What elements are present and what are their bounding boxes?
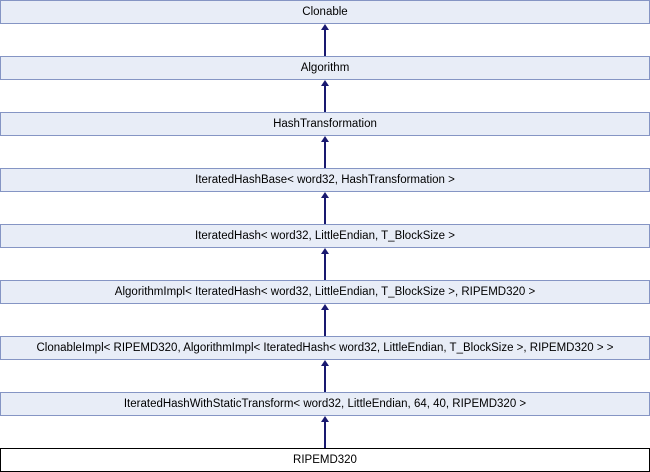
class-node-clonable[interactable]: Clonable <box>0 0 650 24</box>
inheritance-arrow <box>0 80 650 112</box>
inheritance-arrow <box>0 24 650 56</box>
arrow-up-icon <box>321 416 329 422</box>
arrow-shaft <box>324 85 326 112</box>
arrow-shaft <box>324 421 326 448</box>
class-node-iteratedhash[interactable]: IteratedHash< word32, LittleEndian, T_Bl… <box>0 224 650 248</box>
arrow-up-icon <box>321 304 329 310</box>
arrow-shaft <box>324 365 326 392</box>
inheritance-arrow <box>0 136 650 168</box>
arrow-shaft <box>324 29 326 56</box>
arrow-up-icon <box>321 24 329 30</box>
arrow-shaft <box>324 197 326 224</box>
arrow-up-icon <box>321 136 329 142</box>
arrow-shaft <box>324 309 326 336</box>
class-node-ripemd320: RIPEMD320 <box>0 448 650 472</box>
arrow-up-icon <box>321 360 329 366</box>
class-node-iteratedhashbase[interactable]: IteratedHashBase< word32, HashTransforma… <box>0 168 650 192</box>
arrow-shaft <box>324 253 326 280</box>
class-node-algorithmimpl[interactable]: AlgorithmImpl< IteratedHash< word32, Lit… <box>0 280 650 304</box>
class-node-algorithm[interactable]: Algorithm <box>0 56 650 80</box>
inheritance-arrow <box>0 248 650 280</box>
inheritance-arrow <box>0 360 650 392</box>
inheritance-arrow <box>0 304 650 336</box>
arrow-shaft <box>324 141 326 168</box>
arrow-up-icon <box>321 80 329 86</box>
inheritance-arrow <box>0 192 650 224</box>
class-node-clonableimpl[interactable]: ClonableImpl< RIPEMD320, AlgorithmImpl< … <box>0 336 650 360</box>
class-node-hashtransformation[interactable]: HashTransformation <box>0 112 650 136</box>
arrow-up-icon <box>321 248 329 254</box>
arrow-up-icon <box>321 192 329 198</box>
inheritance-arrow <box>0 416 650 448</box>
class-node-iteratedhashwithstatictransform[interactable]: IteratedHashWithStaticTransform< word32,… <box>0 392 650 416</box>
